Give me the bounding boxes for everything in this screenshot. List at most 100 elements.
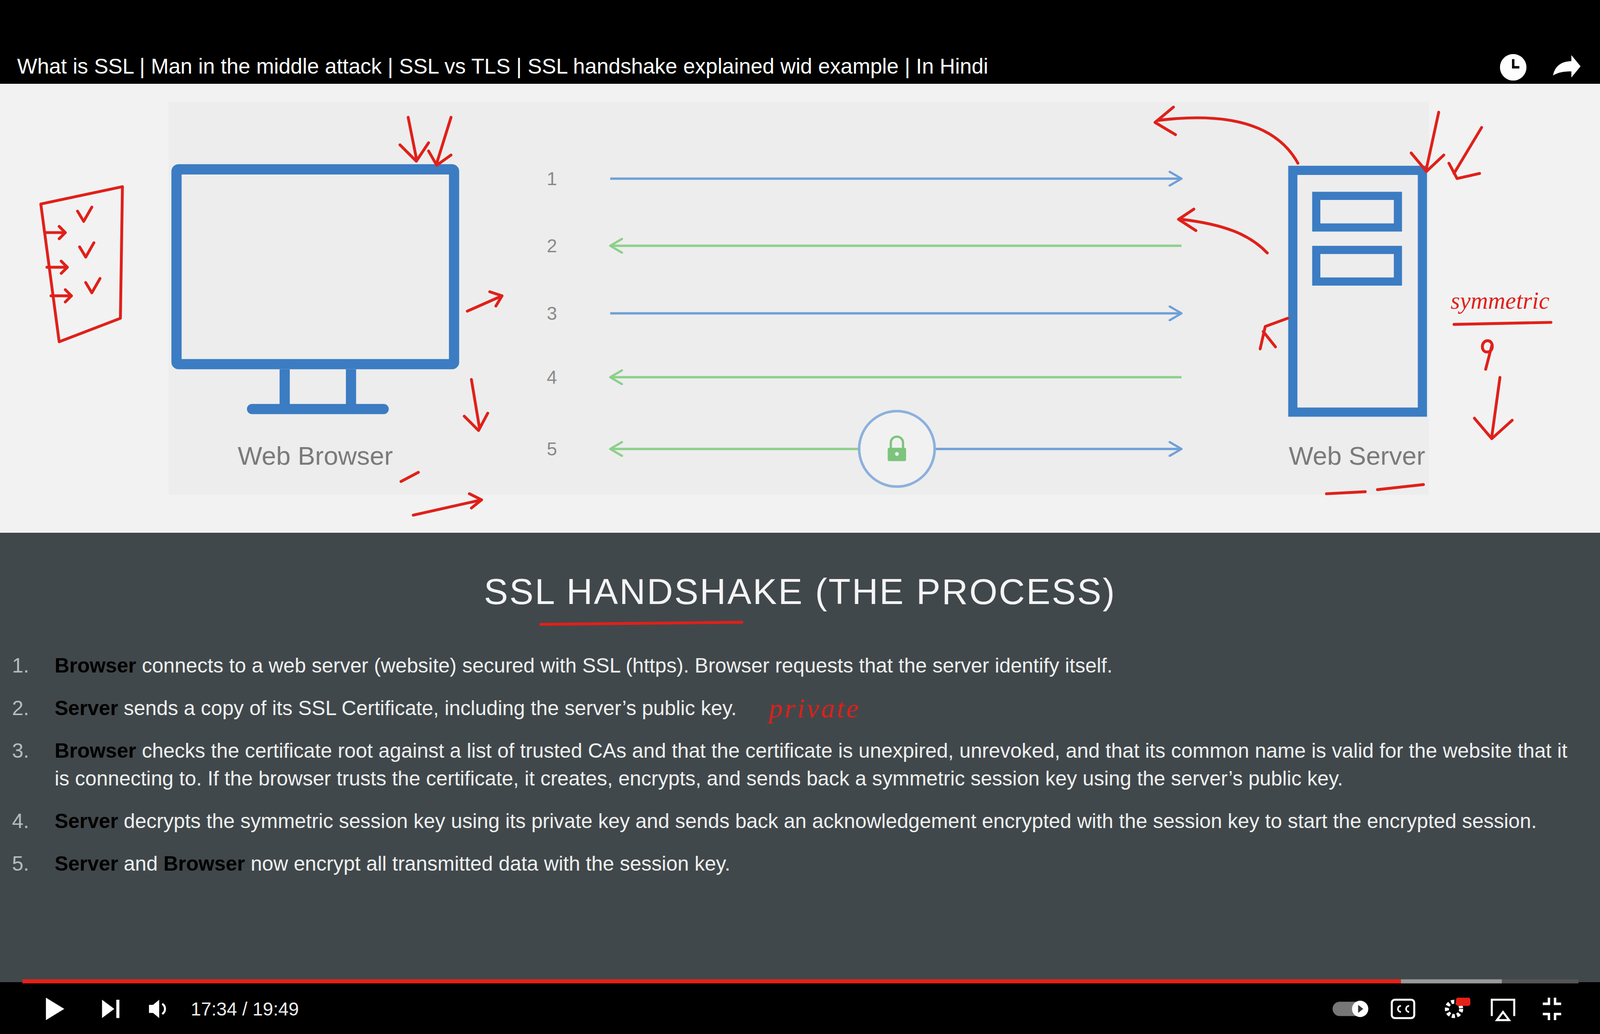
message-arrow — [610, 245, 1182, 247]
slide-top — [0, 83, 1600, 533]
callout-number: 2 — [546, 234, 557, 257]
actor-name: Server — [54, 852, 119, 875]
handwritten-note: symmetric — [1450, 287, 1550, 315]
autoplay-knob — [1351, 1000, 1369, 1018]
server-node: Web Server — [1181, 157, 1441, 482]
callout-number: 4 — [546, 366, 557, 389]
server-slot — [1316, 195, 1398, 228]
step-number: 5. — [0, 850, 55, 878]
step-text: sends a copy of its SSL Certificate, inc… — [123, 696, 737, 720]
lock-circle — [859, 411, 935, 487]
step-list: 1.Browserconnects to a web server (websi… — [0, 651, 1600, 893]
title-bar — [0, 0, 1600, 84]
step-number: 1. — [0, 651, 55, 680]
video-title: What is SSL | Man in the middle attack |… — [17, 53, 989, 80]
annotation-dash — [400, 472, 419, 482]
annotation-arrow — [1411, 112, 1444, 172]
monitor-post — [345, 369, 357, 407]
lock-keyhole — [894, 452, 899, 457]
server-slot — [1316, 250, 1398, 282]
arrow-half — [610, 448, 896, 451]
hd-badge — [1456, 998, 1471, 1007]
actor-name: Browser — [54, 654, 137, 677]
step-body: Browserconnects to a web server (website… — [54, 651, 1600, 680]
server-icon — [1292, 170, 1423, 413]
next-icon — [101, 1000, 119, 1019]
step-body: Browserchecks the certificate root again… — [54, 737, 1600, 793]
sketch-checks — [77, 206, 100, 293]
step-text: now encrypt all transmitted data with th… — [250, 852, 731, 875]
browser-node: Web Browser — [152, 157, 611, 482]
autoplay-play — [1358, 1005, 1364, 1014]
annotation-arrow — [400, 117, 429, 162]
cc-marks — [1397, 1006, 1409, 1013]
annotation-underline — [540, 622, 742, 625]
handwritten-note: private — [768, 692, 861, 725]
volume-icon — [149, 1000, 160, 1019]
message-arrow — [610, 178, 1182, 180]
slide-band — [0, 532, 1600, 983]
arrow-half — [895, 448, 1182, 451]
monitor-post — [279, 369, 290, 407]
airplay-icon — [1491, 1000, 1514, 1021]
step-number: 4. — [0, 807, 55, 836]
browser-label: Web Browser — [237, 440, 393, 472]
actor-name: Browser — [163, 852, 245, 875]
clock-hands — [1513, 59, 1520, 68]
annotation-arrow — [1178, 209, 1268, 254]
annotation-arrow — [428, 117, 451, 166]
arrow-line — [610, 244, 1182, 248]
step-number: 2. — [0, 694, 55, 723]
monitor-base — [246, 404, 389, 415]
cc-icon — [1391, 1000, 1414, 1019]
actor-name: Server — [54, 809, 119, 833]
callout-number: 1 — [546, 167, 557, 190]
time-display: 17:34 / 19:49 — [190, 998, 300, 1021]
play-icon — [45, 998, 65, 1021]
step-row: 1.Browserconnects to a web server (websi… — [0, 651, 1600, 680]
player-bar — [0, 982, 1600, 1034]
annotation-mark — [1482, 340, 1493, 370]
slide-heading: SSL HANDSHAKE (THE PROCESS) — [0, 569, 1600, 614]
message-arrow — [610, 313, 1182, 314]
annotation-arrow — [1155, 106, 1299, 163]
step-number: 3. — [0, 737, 55, 793]
monitor-icon — [176, 169, 454, 415]
annotations — [40, 106, 1551, 625]
callout-number: 3 — [546, 302, 557, 325]
annotation-arrow — [413, 493, 482, 516]
scaled-art — [22, 54, 1581, 1021]
annotation-underline — [1326, 484, 1424, 494]
actor-name: Server — [54, 696, 119, 720]
progress-played — [22, 979, 1401, 984]
monitor-screen — [176, 169, 454, 365]
step-text: decrypts the symmetric session key using… — [123, 809, 1537, 833]
annotation-underline — [1454, 322, 1551, 325]
annotation-arrow — [464, 379, 488, 431]
step-text: checks the certificate root against a li… — [54, 739, 1568, 790]
lock-badge — [859, 411, 935, 487]
sketch-arrows — [44, 226, 72, 302]
volume-wave — [162, 1004, 165, 1015]
server-label: Web Server — [1288, 440, 1426, 472]
fullscreen-exit-icon — [1542, 998, 1562, 1021]
server-case — [1292, 170, 1423, 413]
lock-body — [887, 448, 907, 462]
step-row: 5.ServerandBrowsernow encrypt all transm… — [0, 850, 1600, 878]
sketch-box — [40, 186, 123, 342]
actor-name: Browser — [54, 739, 137, 763]
step-text: and — [123, 852, 158, 875]
annotation-arrow — [1449, 127, 1482, 179]
arrow-line — [610, 177, 1182, 181]
callout-number: 5 — [546, 437, 557, 461]
step-row: 3.Browserchecks the certificate root aga… — [0, 737, 1600, 793]
arrow-line — [610, 376, 1182, 379]
step-body: ServerandBrowsernow encrypt all transmit… — [54, 850, 1600, 878]
progress-buffered — [1400, 979, 1502, 984]
annotation-arrow — [1474, 377, 1513, 439]
progress-rest — [1501, 979, 1579, 984]
